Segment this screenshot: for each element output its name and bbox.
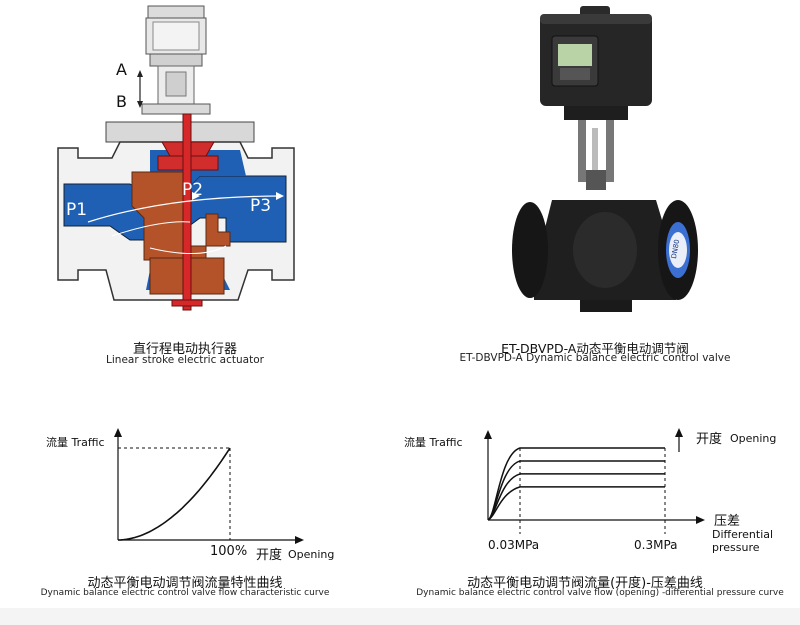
chart1-caption-cn: 动态平衡电动调节阀流量特性曲线 (87, 576, 283, 591)
bottom-strip (0, 608, 800, 625)
chart2-series-line-3 (487, 473, 665, 521)
chart2-opening-cn: 开度 (696, 432, 723, 447)
chart2-series-line-1 (487, 447, 665, 521)
chart2-tick-1: 0.03MPa (488, 538, 540, 552)
chart2-series-line-4 (487, 486, 665, 521)
chart2-tick-2: 0.3MPa (634, 538, 678, 552)
valve-stem (182, 113, 192, 311)
chart2-series-line-2 (487, 460, 665, 521)
chart1-y-arrow (114, 428, 122, 437)
diagram1-caption-en: Linear stroke electric actuator (106, 354, 264, 366)
chart1-x-arrow (295, 536, 304, 544)
chart2-opening-arrow (675, 428, 683, 437)
photo-caption-en: ET-DBVPD-A Dynamic balance electric cont… (459, 352, 731, 364)
chart1-xlabel-cn: 开度 (256, 548, 283, 563)
chart1-ylabel: 流量 Traffic (46, 436, 105, 449)
flow-characteristic-chart (114, 428, 304, 544)
chart2-xlabel-en-2: pressure (712, 541, 760, 554)
chart1-xlabel-pct: 100% (210, 544, 248, 559)
valve-cross-section-diagram (57, 5, 295, 311)
diagram1-caption-cn: 直行程电动执行器 (132, 342, 237, 357)
chart1-series-line (117, 447, 231, 541)
chart2-x-arrow (696, 516, 705, 524)
chart2-xlabel-en-1: Differential (712, 528, 774, 541)
chart2-y-arrow (484, 430, 492, 439)
chart2-ylabel: 流量 Traffic (404, 436, 463, 449)
label-p3: P3 (250, 196, 272, 216)
label-p2: P2 (182, 180, 204, 200)
photo-caption-cn: ET-DBVPD-A动态平衡电动调节阀 (501, 341, 689, 356)
control-valve-photo (512, 6, 698, 312)
label-a: A (116, 60, 127, 79)
chart2-caption-cn: 动态平衡电动调节阀流量(开度)-压差曲线 (467, 576, 703, 591)
chart1-xlabel-en: Opening (288, 548, 335, 561)
label-b: B (116, 92, 127, 111)
chart2-caption-en: Dynamic balance electric control valve f… (416, 588, 784, 598)
chart2-xlabel-cn: 压差 (714, 514, 741, 529)
flow-pressure-chart (484, 428, 705, 534)
actuator (141, 5, 211, 115)
chart2-opening-en: Opening (730, 432, 777, 445)
label-p1: P1 (66, 200, 88, 220)
chart1-caption-en: Dynamic balance electric control valve f… (40, 588, 330, 598)
actuator-display-icon (558, 44, 592, 66)
